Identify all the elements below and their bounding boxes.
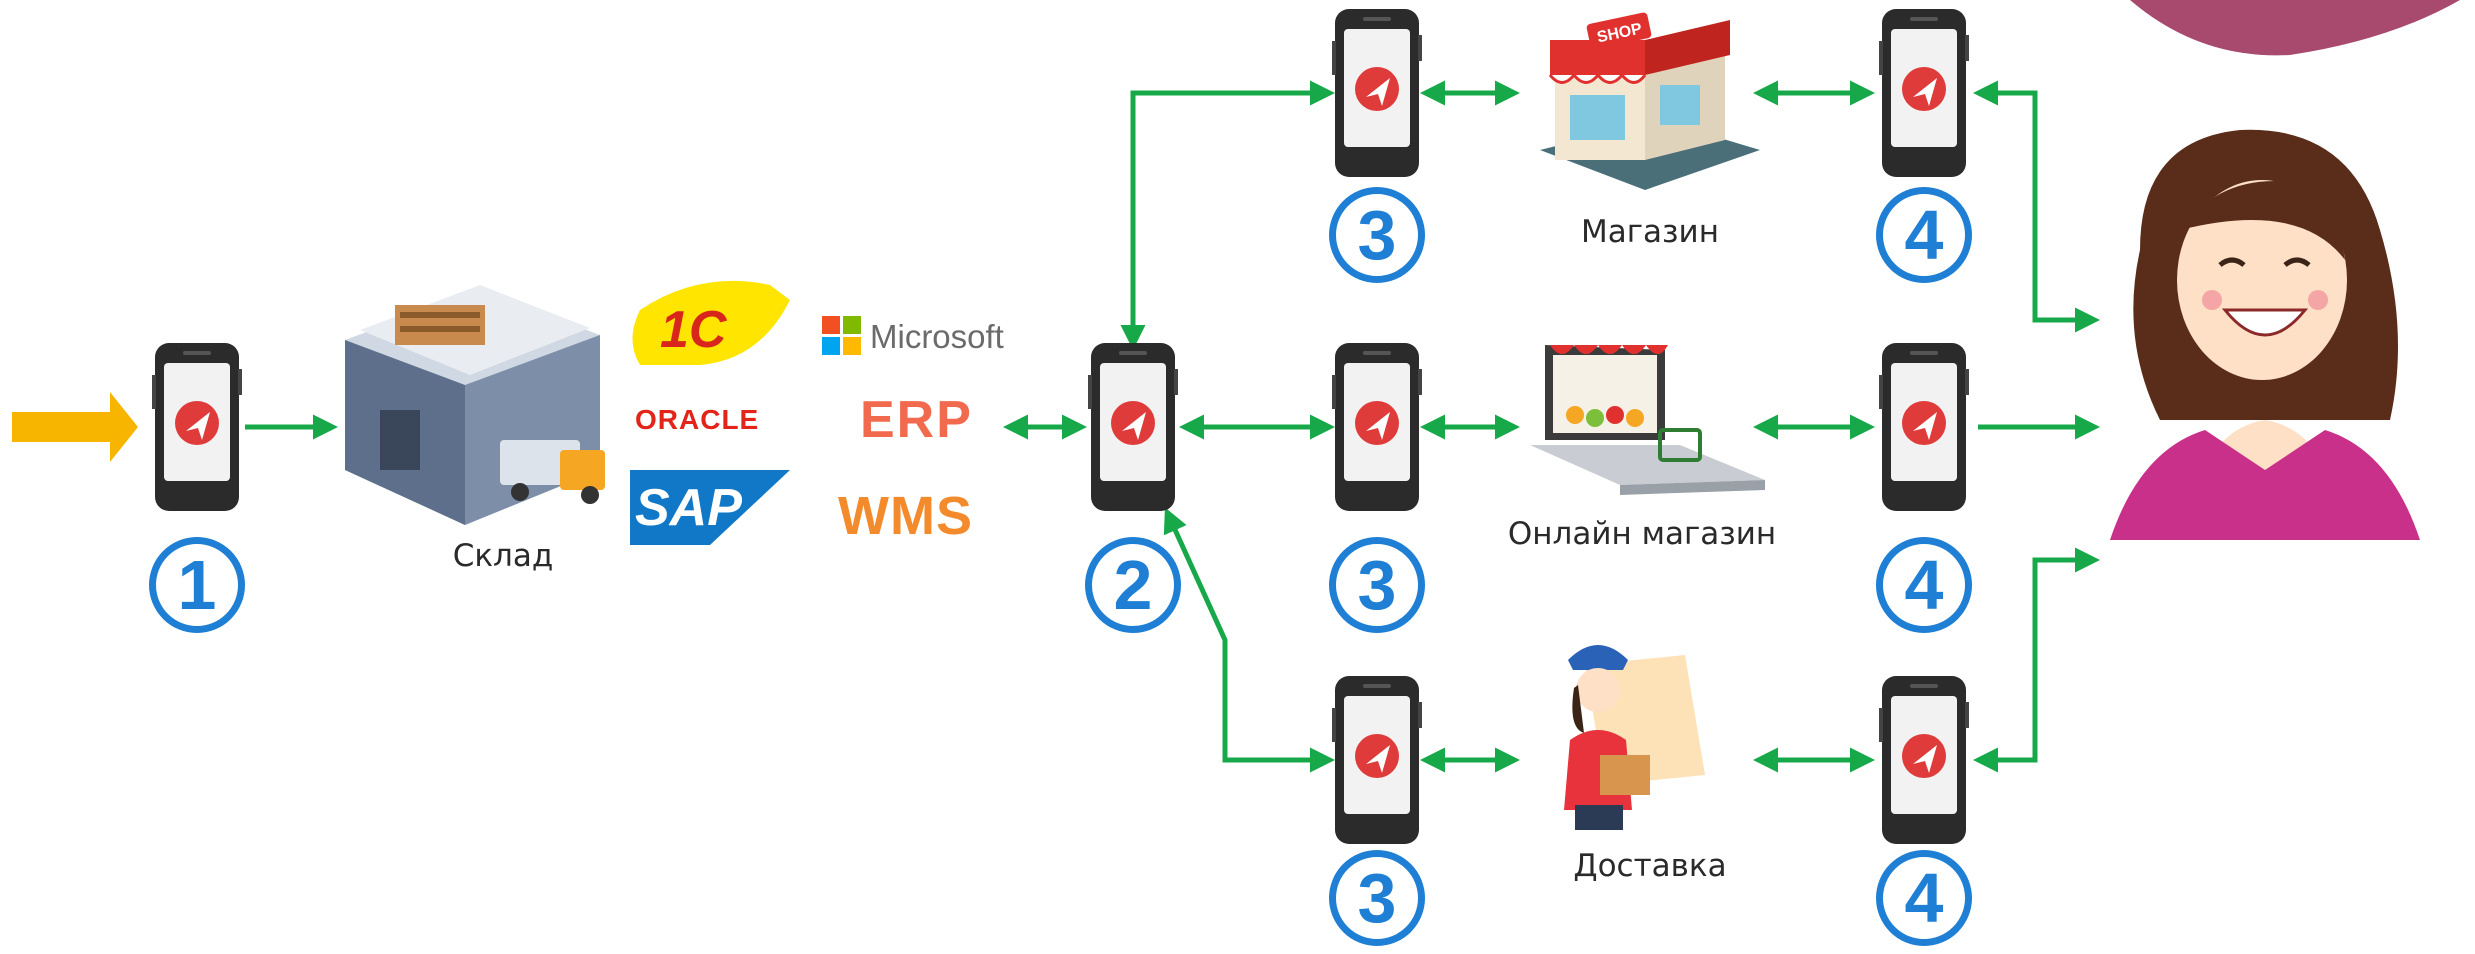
customer-woman-illustration [2110, 129, 2420, 540]
step-badge-4: 4 [1876, 537, 1972, 633]
wms-label: WMS [838, 486, 973, 546]
decorative-corner-shape [2130, 0, 2460, 56]
one-c-logo [632, 280, 790, 365]
mobile-terminal-icon [1332, 676, 1422, 844]
arrow-4-shop-to-customer [1973, 80, 2100, 333]
mobile-terminal-icon [1332, 343, 1422, 511]
delivery-label: Доставка [1573, 848, 1727, 884]
warehouse-label: Склад [452, 538, 554, 574]
laptop-shop-illustration [1530, 345, 1765, 495]
step-badge-3: 3 [1329, 187, 1425, 283]
mobile-terminal-icon [1879, 343, 1969, 511]
step-badge-3: 3 [1329, 537, 1425, 633]
step-badge-4: 4 [1876, 187, 1972, 283]
input-arrow [12, 392, 138, 462]
one-c-logo-text: 1С [660, 301, 727, 359]
shop-label: Магазин [1581, 214, 1719, 250]
oracle-logo-text: ORACLE [635, 404, 760, 435]
sap-logo [630, 470, 790, 545]
step-badge-3: 3 [1329, 850, 1425, 946]
online-shop-label: Онлайн магазин [1507, 516, 1777, 552]
arrow-2-to-delivery-3 [1163, 507, 1335, 773]
arrow-2-to-shop-3 [1120, 80, 1335, 350]
arrow-4-delivery-to-customer [1973, 547, 2100, 773]
mobile-terminal-icon [1088, 343, 1178, 511]
step-badge-4: 4 [1876, 850, 1972, 946]
microsoft-logo-text: Microsoft [870, 318, 1004, 355]
erp-label: ERP [860, 391, 973, 449]
mobile-terminal-icon [1879, 9, 1969, 177]
sap-logo-text: SAP [635, 479, 742, 537]
mobile-terminal-icon [1879, 676, 1969, 844]
step-badge-1: 1 [149, 537, 245, 633]
shop-building-illustration: SHOP [1540, 12, 1760, 190]
courier-illustration [1564, 645, 1705, 830]
warehouse-illustration [345, 285, 605, 525]
mobile-terminal-icon [152, 343, 242, 511]
step-badge-2: 2 [1085, 537, 1181, 633]
flow-connectors [245, 80, 2100, 773]
mobile-terminal-icon [1332, 9, 1422, 177]
microsoft-logo-icon [822, 316, 861, 355]
